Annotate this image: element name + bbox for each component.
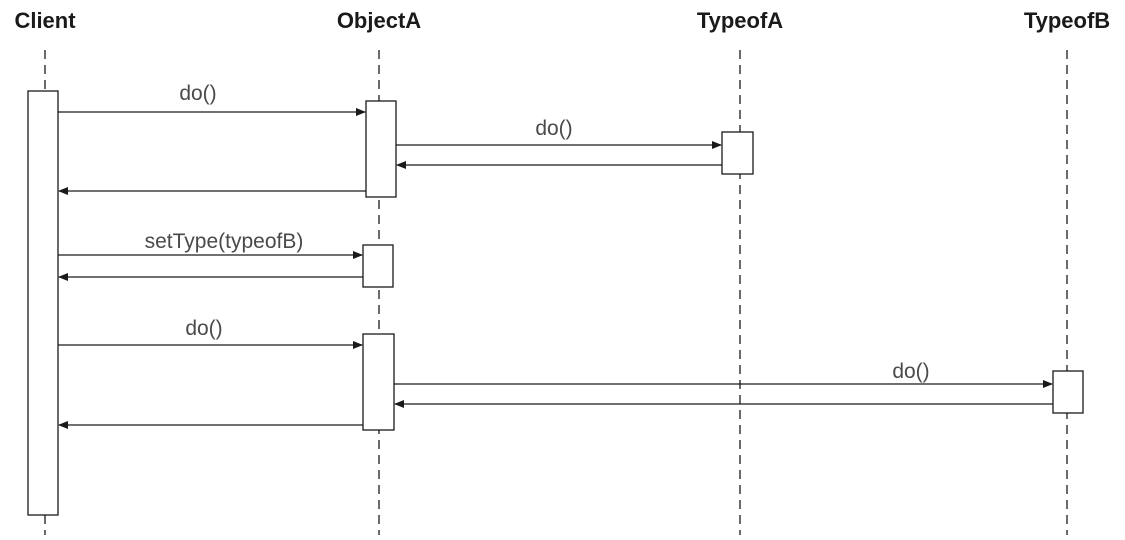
activation-client [27,90,59,516]
activation-objecta-2 [362,244,394,288]
participant-typeofb-name: TypeofB [1024,8,1110,33]
participant-typeofa-name: TypeofA [697,8,783,33]
participant-objecta-name: ObjectA [337,8,421,33]
participant-client-name: Client [14,8,76,33]
activation-typeofb [1052,370,1084,414]
activation-objecta-1 [365,100,397,198]
message-label: do() [179,82,216,105]
activation-objecta-3 [362,333,395,431]
message-label: do() [185,317,222,340]
message-label: setType(typeofB) [145,230,304,253]
message-label: do() [892,360,929,383]
activation-typeofa [721,131,754,175]
message-label: do() [535,117,572,140]
